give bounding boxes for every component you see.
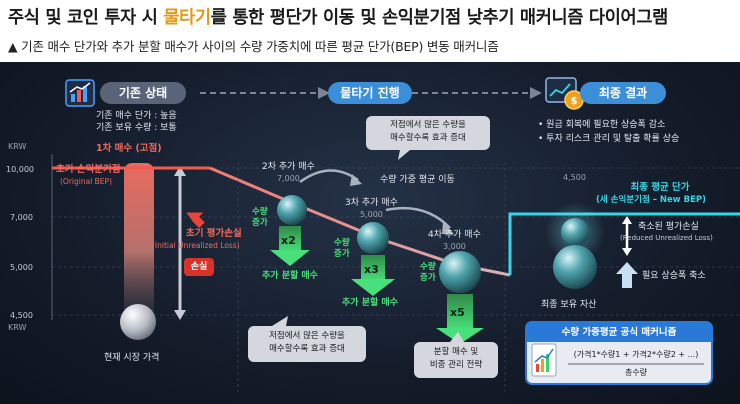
- final-sphere-small: [561, 218, 589, 246]
- final-avg-label: 최종 평균 단가 (새 손익분기점 – New BEP): [596, 182, 706, 206]
- buy-3-caption: 추가 분할 매수: [342, 298, 398, 308]
- final-info: • 원금 회복에 필요한 상승폭 감소 • 투자 리스크 관리 및 탈출 확률 …: [538, 118, 679, 146]
- buy-4-side: 수량 증가: [420, 262, 436, 283]
- flow-curve-2: [385, 206, 451, 229]
- buy-3-price: 5,000: [359, 210, 383, 219]
- callout-bottom: 저점에서 많은 수량을 매수할수록 효과 증대: [269, 331, 345, 354]
- chart-up-icon: [65, 79, 95, 107]
- buy-2-price: 7,000: [276, 174, 300, 183]
- buy-2-sphere: [277, 195, 307, 225]
- callout-top-box: [366, 116, 490, 150]
- callout-split-box: [414, 342, 498, 378]
- axis-unit-top: KRW: [8, 142, 26, 151]
- arrow-right-icon: [318, 87, 330, 99]
- buy-3-quantity-arrow: [351, 255, 395, 296]
- buy-4-name: 4차 추가 매수: [428, 230, 481, 240]
- stage-initial: 기존 상태: [100, 82, 186, 104]
- diagram-svg: $ KRW 10,000 7,000 5,000 4,500 KRW: [6, 77, 740, 392]
- reduced-loss-title: 축소된 평가손실: [638, 222, 699, 232]
- initial-info-line-2: 기존 보유 수량 : 보통: [96, 123, 177, 133]
- market-price-label: 현재 시장 가격: [104, 353, 160, 363]
- page-title: 주식 및 코인 투자 시 물타기를 통한 평단가 이동 및 손익분기점 낮추기 …: [8, 4, 668, 29]
- market-price-sphere: [120, 304, 156, 340]
- formula-numerator: (가격1*수량1 + 가격2*수량2 + ...): [573, 350, 699, 359]
- diagram-panel: $ KRW 10,000 7,000 5,000 4,500 KRW: [0, 62, 740, 404]
- reduced-loss-label: 축소된 평가손실 (Reduced Unrealized Loss): [620, 222, 713, 244]
- reduced-loss-subtitle: (Reduced Unrealized Loss): [620, 234, 713, 242]
- callout-bottom-box: [248, 326, 366, 362]
- title-part-1: 주식 및 코인 투자 시: [8, 8, 164, 28]
- final-asset-label: 최종 보유 자산: [541, 300, 597, 310]
- arrow-up-icon: [616, 262, 638, 288]
- initial-loss-label: 초기 평가손실 (Initial Unrealized Loss): [152, 228, 242, 252]
- title-highlight: 물타기: [163, 8, 211, 28]
- tick-4500: 4,500: [10, 311, 33, 320]
- initial-info-line-1: 기존 매수 단가 : 높음: [96, 111, 177, 121]
- buy-2-caption: 추가 분할 매수: [262, 271, 318, 281]
- formula-denominator: 총수량: [624, 368, 648, 377]
- loss-badge: 손실: [184, 258, 214, 276]
- initial-bep-title: 초기 손익분기점: [56, 164, 121, 175]
- coin-chart-icon: $: [545, 77, 584, 110]
- formula-title: 수량 가중평균 공식 매커니즘: [561, 327, 677, 338]
- final-info-line-1: • 원금 회복에 필요한 상승폭 감소: [538, 120, 666, 130]
- final-avg-title: 최종 평균 단가: [630, 182, 690, 193]
- buy-4-sphere: [439, 251, 481, 293]
- callout-top: 저점에서 많은 수량을 매수할수록 효과 증대: [390, 120, 466, 143]
- buy-2-label: 2차 추가 매수 7,000: [262, 162, 315, 184]
- page-subtitle: ▲ 기존 매수 단가와 추가 분할 매수가 사이의 수량 가중치에 따른 평균 …: [8, 39, 499, 54]
- buy-4-multiplier: x5: [450, 306, 465, 319]
- buy-4-price: 3,000: [442, 242, 466, 251]
- initial-info: 기존 매수 단가 : 높음 기존 보유 수량 : 보통: [96, 110, 177, 134]
- arrow-down-icon: [186, 212, 205, 229]
- buy-2-side: 수량 증가: [252, 207, 268, 228]
- initial-loss-arrow: [174, 166, 186, 320]
- buy-4-label: 4차 추가 매수 3,000: [428, 230, 481, 252]
- initial-bep-subtitle: (Original BEP): [60, 177, 112, 186]
- final-avg-subtitle: (새 손익분기점 – New BEP): [596, 195, 707, 205]
- formula-chart-icon: [531, 343, 557, 377]
- buy-2-name: 2차 추가 매수: [262, 162, 315, 172]
- tick-5000: 5,000: [10, 263, 33, 272]
- tick-7000: 7,000: [10, 213, 33, 222]
- svg-text:$: $: [571, 96, 578, 107]
- stage-flow-arrows: [200, 87, 542, 99]
- final-price: 4,500: [563, 173, 586, 182]
- axis-unit-bottom: KRW: [8, 323, 26, 332]
- tick-10000: 10,000: [6, 165, 34, 174]
- buy-3-name: 3차 추가 매수: [345, 198, 398, 208]
- buy-2-quantity-arrow: [270, 226, 310, 266]
- rise-needed-label: 필요 상승폭 축소: [642, 271, 706, 281]
- reduced-loss-arrow: [622, 216, 632, 256]
- stage-final: 최종 결과: [580, 82, 666, 104]
- final-info-line-2: • 투자 리스크 관리 및 탈출 확률 상승: [538, 134, 680, 144]
- initial-loss-title: 초기 평가손실: [186, 228, 242, 239]
- buy-3-sphere: [357, 222, 389, 254]
- title-part-2: 를 통한 평단가 이동 및 손익분기점 낮추기 매커니즘 다이어그램: [210, 8, 668, 28]
- initial-price-bar: [124, 163, 154, 325]
- arrow-right-icon: [530, 87, 542, 99]
- header: 주식 및 코인 투자 시 물타기를 통한 평단가 이동 및 손익분기점 낮추기 …: [0, 0, 740, 62]
- stage-averaging: 물타기 진행: [328, 82, 412, 104]
- buy-3-side: 수량 증가: [334, 238, 350, 259]
- initial-loss-subtitle: (Initial Unrealized Loss): [152, 241, 240, 250]
- buy-3-label: 3차 추가 매수 5,000: [345, 198, 398, 220]
- buy-3-multiplier: x3: [364, 263, 379, 276]
- final-sphere-large: [553, 245, 597, 289]
- initial-bep-label: 초기 손익분기점 (Original BEP): [56, 164, 121, 188]
- new-bep-line: [508, 212, 740, 275]
- buy-2-multiplier: x2: [281, 234, 296, 247]
- avg-move-label: 수량 가중 평균 이동: [380, 175, 455, 185]
- callout-split: 분할 매수 및 비중 관리 전략: [429, 347, 483, 370]
- first-buy-label: 1차 매수 (고점): [96, 143, 162, 154]
